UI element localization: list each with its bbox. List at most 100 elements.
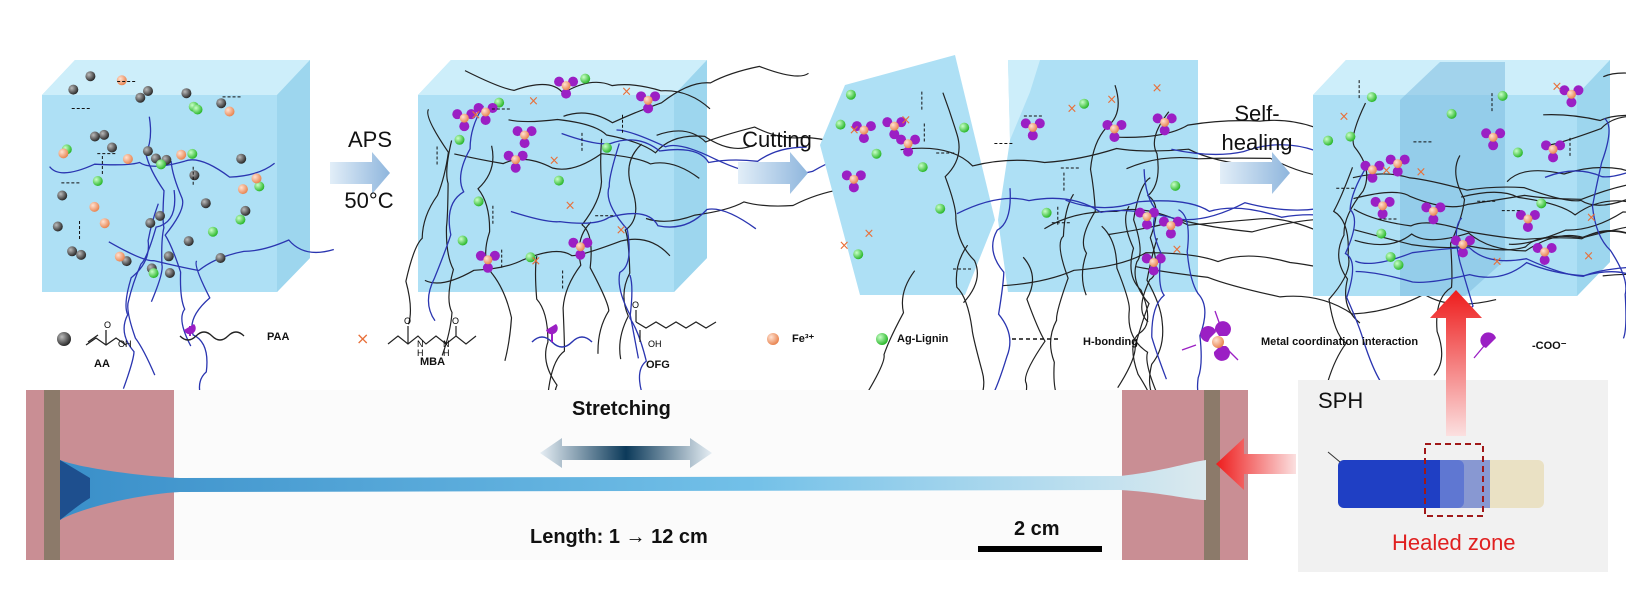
ag-lignin-particle: [1446, 108, 1457, 119]
ag-lignin-particle: [192, 104, 203, 115]
metal-coordination-site: [1020, 118, 1045, 141]
self-healing-label-line2: healing: [1221, 130, 1293, 155]
polymer-chain-blue: [1355, 261, 1626, 283]
legend-mba: MBA: [420, 356, 446, 368]
fe-ion: [224, 106, 235, 117]
fe-ion-icon: [767, 333, 779, 345]
polymer-chain-black: [441, 140, 455, 356]
polymer-chain-black: [942, 92, 978, 304]
mba-crosslink: ×: [1152, 81, 1163, 96]
healed-interface-band: [1400, 62, 1505, 296]
mba-crosslink: ×: [528, 94, 539, 109]
metal-coordination-site: [452, 109, 477, 132]
polymer-chain-black: [1544, 116, 1626, 147]
hydrogel-fiber: [60, 460, 1206, 520]
scale-bar: [978, 546, 1102, 552]
mba-crosslink: ×: [1492, 254, 1503, 269]
ag-lignin-particle: [454, 134, 465, 145]
polymer-chain-blue: [956, 197, 1318, 221]
mba-crosslink: ×: [470, 108, 481, 123]
metal-coordination-site: [636, 91, 661, 114]
ag-lignin-particle: [917, 162, 928, 173]
metal-coordination-site: [1102, 119, 1127, 142]
legend-coo: -COO⁻: [1532, 340, 1567, 352]
ag-lignin-particle: [254, 181, 265, 192]
legend-paa: PAA: [267, 331, 290, 343]
aa-monomer: [215, 253, 226, 263]
gel-block-cut: ××××××××: [820, 55, 1532, 482]
metal-coordination-site: [554, 76, 579, 99]
mba-crosslink: ×: [616, 223, 627, 238]
ag-lignin-particle: [553, 175, 564, 186]
ag-lignin-particle: [156, 159, 166, 170]
stretching-label: Stretching: [572, 398, 671, 420]
metal-coordination-site: [1515, 209, 1540, 232]
fe-ion: [89, 201, 100, 212]
aa-monomer: [155, 210, 165, 221]
polymer-chain-black: [1460, 191, 1626, 216]
ag-lignin-particle: [1366, 92, 1377, 103]
aa-monomer: [163, 251, 174, 262]
metal-coordination-site: [1385, 154, 1410, 177]
aa-monomer: [135, 92, 146, 103]
legend-aa: AA: [94, 358, 110, 370]
mba-structure-icon: [387, 335, 477, 345]
metal-coordination-site: [1134, 207, 1159, 230]
aa-atom-oh: OH: [118, 339, 132, 349]
healed-arrow-up: [1430, 290, 1482, 436]
ag-lignin-icon: [876, 333, 888, 345]
metal-coordination-site: [841, 170, 866, 193]
polymer-chain-black: [900, 147, 1261, 168]
polymer-chain-blue: [127, 190, 176, 376]
polymer-chain-blue: [122, 203, 159, 389]
ag-lignin-particle: [1170, 180, 1181, 191]
ag-lignin-particle: [853, 249, 864, 260]
legend-symbols: ×: [57, 310, 1496, 361]
ag-lignin-particle: [1512, 147, 1523, 158]
stretch-arrow-left: [1216, 438, 1296, 490]
metal-coordination-site: [851, 121, 876, 144]
ag-lignin-particle: [959, 122, 970, 133]
polymer-chain-black: [1508, 211, 1626, 245]
self-healing-label-line1: Self-: [1234, 101, 1280, 126]
polymer-chain-black: [424, 238, 671, 284]
polymer-chain-blue: [1544, 170, 1626, 179]
polymer-chain-blue: [1178, 209, 1216, 421]
mba-atom-h1: H: [417, 348, 424, 358]
mba-crosslink: ×: [839, 239, 850, 254]
aa-monomer: [240, 205, 251, 216]
ag-lignin-particle: [148, 268, 159, 279]
aa-monomer: [85, 71, 96, 82]
length-label: Length: 1 → 12 cm: [530, 526, 708, 548]
ag-lignin-particle: [1345, 131, 1356, 142]
aa-ball-icon: [57, 332, 71, 346]
ag-lignin-particle: [1376, 228, 1387, 239]
ag-lignin-particle: [580, 73, 591, 84]
ofg-atom-o: O: [632, 300, 640, 310]
metal-coordination-site: [1421, 202, 1446, 225]
polymer-chain-black: [1325, 167, 1354, 388]
scale-bar-label: 2 cm: [1014, 518, 1060, 540]
mba-crosslink: ×: [565, 199, 576, 214]
step-arrow-self-healing: [1220, 152, 1290, 194]
polymer-chain-black: [1117, 177, 1151, 389]
fe-ion: [122, 154, 133, 164]
step-arrow-aps: [330, 152, 390, 194]
ag-lignin-particle: [525, 252, 536, 263]
polymer-chain-black: [464, 70, 711, 110]
legend-ag-lignin: Ag-Lignin: [897, 333, 949, 345]
ag-lignin-particle: [1041, 207, 1052, 218]
aa-monomer: [200, 198, 211, 209]
ofg-atom-oh: OH: [648, 339, 662, 349]
ag-lignin-particle: [1323, 135, 1334, 146]
temperature-label: 50°C: [344, 188, 394, 213]
polymer-chain-black: [1050, 193, 1075, 405]
mba-crosslink: ×: [849, 123, 860, 138]
step-arrow-cutting: [738, 152, 808, 194]
polymer-chain-black: [1135, 266, 1497, 315]
aa-monomer: [143, 86, 153, 96]
polymer-chain-black: [1354, 226, 1626, 251]
aa-monomer: [181, 88, 192, 99]
fe-ion: [99, 218, 110, 229]
metal-coordination-site: [473, 102, 498, 125]
